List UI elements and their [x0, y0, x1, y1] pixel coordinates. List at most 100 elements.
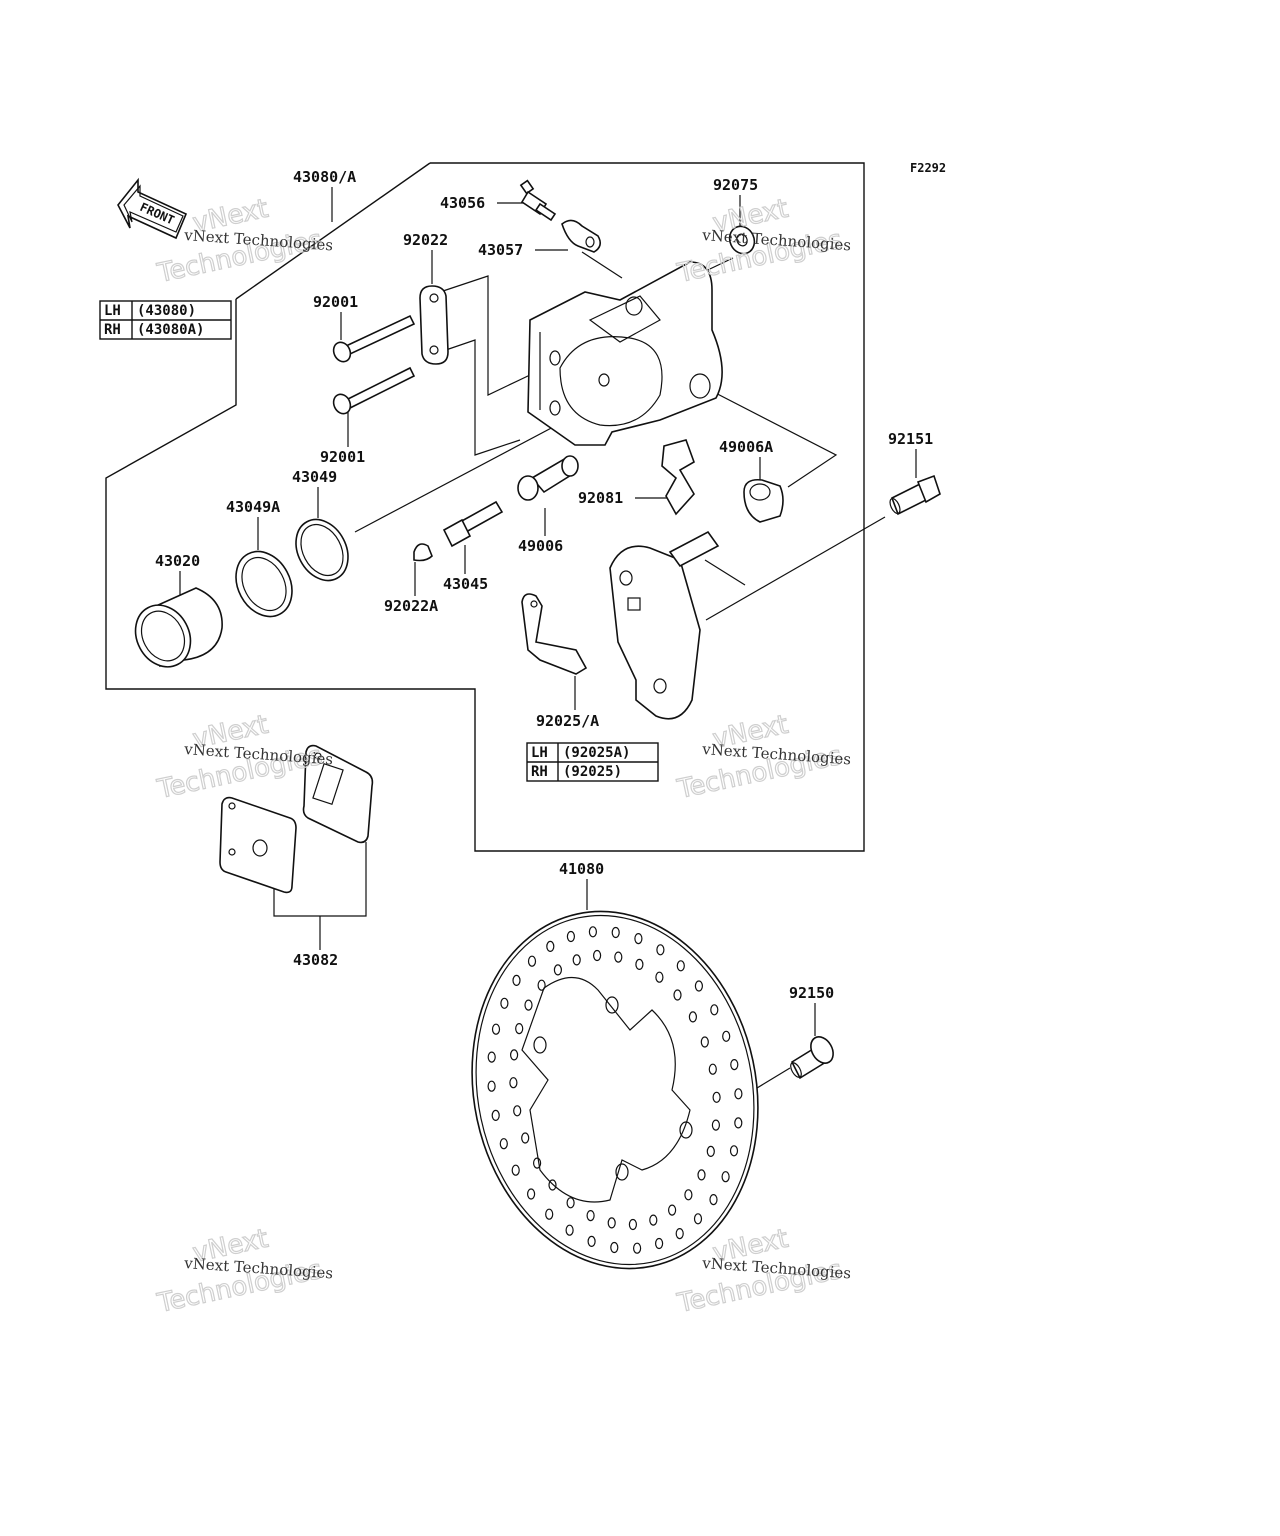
pad-pin-bottom-icon: [332, 366, 416, 415]
label-43057: 43057: [478, 241, 523, 259]
table-bracket-lh-side: LH: [531, 745, 548, 761]
disc-hole: [537, 979, 546, 991]
disc-hole: [515, 1022, 524, 1035]
front-arrow-icon: FRONT: [117, 177, 188, 240]
table-caliper-rh-part: (43080A): [137, 322, 204, 338]
disc-hole: [499, 1138, 508, 1150]
disc-hole: [654, 1237, 664, 1250]
boot-49006-icon: [517, 455, 579, 501]
disc-hole: [706, 1145, 715, 1158]
disc-hole: [710, 1004, 719, 1016]
disc-hole: [532, 1157, 542, 1169]
bracket-side-table: LH (92025A) RH (92025): [526, 742, 659, 782]
bolt-92151-icon: [889, 474, 941, 516]
disc-hole: [667, 1204, 677, 1216]
label-49006A: 49006A: [719, 438, 773, 456]
piston-43020-icon: [134, 587, 223, 668]
bleeder-cap-icon: [561, 219, 602, 253]
pad-spring-plate-icon: [419, 285, 449, 365]
label-92001-top: 92001: [313, 293, 358, 311]
bolt-92150-icon: [790, 1036, 834, 1080]
bleeder-valve-icon: [519, 179, 557, 222]
caliper-side-table: LH (43080) RH (43080A): [99, 300, 232, 340]
disc-hole: [491, 1109, 500, 1122]
caliper-body-icon: [527, 261, 723, 446]
label-92075: 92075: [713, 176, 758, 194]
caliper-bracket-icon: [609, 530, 720, 720]
disc-hole: [607, 1217, 616, 1229]
label-92081: 92081: [578, 489, 623, 507]
dust-seal-43049A-icon: [235, 550, 293, 618]
disc-hole: [565, 1224, 574, 1236]
pad-spring-92081-icon: [661, 439, 695, 516]
disc-hole: [566, 1197, 575, 1209]
label-92022A: 92022A: [384, 597, 438, 615]
label-49006: 49006: [518, 537, 563, 555]
disc-hole: [734, 1088, 743, 1100]
watermark-bottom-left: vNext Technologies vNext Technologies: [154, 1223, 334, 1320]
watermark-top-right: vNext Technologies vNext Technologies: [674, 193, 852, 290]
label-92025A: 92025/A: [536, 712, 599, 730]
disc-hole: [572, 954, 581, 966]
disc-hole: [632, 1242, 642, 1254]
table-bracket-rh-part: (92025): [563, 764, 622, 780]
slide-pin-43045-icon: [442, 500, 504, 548]
table-bracket-lh-part: (92025A): [563, 745, 630, 761]
piston-seal-43049-icon: [295, 518, 349, 582]
disc-hole: [527, 955, 537, 967]
label-92022: 92022: [403, 231, 448, 249]
disc-hole: [586, 1209, 595, 1222]
label-43080A: 43080/A: [293, 168, 356, 186]
disc-hole: [634, 932, 643, 945]
label-43082: 43082: [293, 951, 338, 969]
label-43049A: 43049A: [226, 498, 280, 516]
disc-hole: [730, 1058, 739, 1071]
disc-hole: [673, 989, 682, 1001]
disc-hole: [708, 1063, 717, 1075]
table-caliper-lh-part: (43080): [137, 303, 196, 319]
disc-hole: [588, 926, 598, 938]
brake-pad-rear-icon: [302, 744, 374, 844]
disc-hole: [676, 960, 685, 972]
disc-hole: [509, 1077, 518, 1089]
disc-hole: [487, 1080, 496, 1092]
disc-hole: [712, 1091, 721, 1103]
disc-hole: [587, 1235, 596, 1248]
disc-hole: [487, 1051, 496, 1063]
disc-hole: [694, 980, 704, 992]
pad-plate-92025A-icon: [521, 593, 588, 675]
pad-pin-top-icon: [332, 314, 416, 363]
washer-92075-icon: [728, 225, 756, 255]
watermark-mid-right: vNext Technologies vNext Technologies: [674, 709, 852, 806]
disc-hole: [675, 1227, 684, 1240]
brake-pad-front-icon: [219, 796, 297, 894]
disc-hole: [734, 1117, 743, 1129]
disc-hole: [635, 958, 644, 971]
table-caliper-lh-side: LH: [104, 303, 121, 319]
disc-hole: [526, 1188, 536, 1200]
disc-hole: [693, 1213, 703, 1225]
disc-hole: [628, 1218, 638, 1231]
disc-hole: [709, 1193, 718, 1206]
watermark-top-left: vNext Technologies vNext Technologies: [154, 193, 334, 290]
table-caliper-rh-side: RH: [104, 322, 121, 338]
label-43056: 43056: [440, 194, 485, 212]
disc-hole: [524, 999, 533, 1011]
disc-hole: [512, 974, 521, 987]
disc-hole: [566, 930, 576, 943]
disc-hole: [649, 1214, 658, 1226]
label-43045: 43045: [443, 575, 488, 593]
disc-hole: [545, 1208, 554, 1220]
label-43020: 43020: [155, 552, 200, 570]
disc-hole: [610, 1241, 619, 1254]
disc-hole: [684, 1189, 693, 1201]
disc-hole: [548, 1179, 557, 1191]
disc-hole: [700, 1036, 709, 1048]
disc-hole: [614, 951, 623, 963]
label-92150: 92150: [789, 984, 834, 1002]
clip-92022A-icon: [413, 543, 433, 562]
disc-hole: [688, 1011, 698, 1023]
disc-hole: [509, 1049, 519, 1061]
disc-hole: [611, 926, 620, 939]
